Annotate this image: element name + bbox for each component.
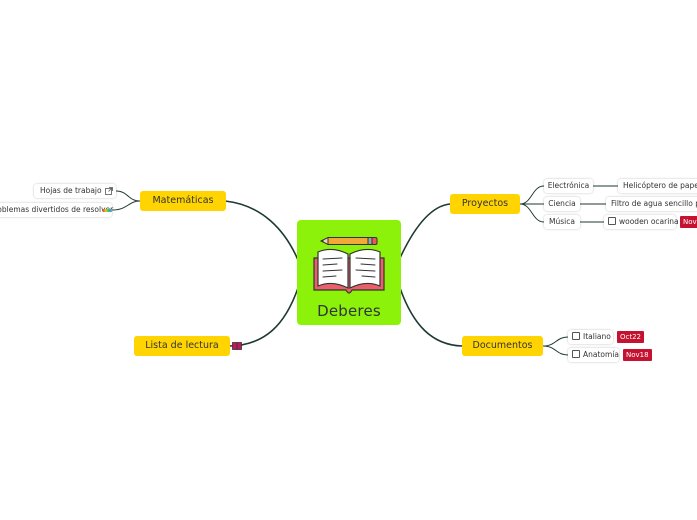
subtopic-problemas-label: Problemas divertidos de resolver	[0, 205, 114, 214]
link-central-matematicas	[224, 200, 299, 261]
link-matematicas-problemas	[111, 200, 141, 211]
link-central-documentos	[399, 287, 463, 347]
subtopic-ciencia[interactable]: Ciencia	[544, 197, 580, 211]
central-topic-title: Deberes	[317, 302, 381, 320]
subtopic-musica[interactable]: Música	[544, 215, 580, 229]
task-italiano-label: Italiano	[583, 332, 611, 341]
central-topic[interactable]: Deberes	[297, 220, 401, 325]
subtopic-filtro-de-agua[interactable]: Filtro de agua sencillo pa	[606, 197, 697, 211]
checkbox[interactable]	[608, 217, 616, 225]
task-wooden-ocarina[interactable]: wooden ocarina	[604, 215, 679, 229]
due-date-tag-anatomia: Nov18	[623, 349, 652, 361]
topic-documentos[interactable]: Documentos	[462, 336, 543, 356]
checkbox[interactable]	[572, 350, 580, 358]
link-proyectos-electronica	[519, 185, 545, 205]
link-central-lista	[229, 287, 299, 347]
rainbow-colors-icon	[103, 209, 111, 212]
external-link-icon[interactable]	[105, 187, 113, 195]
link-documentos-anatomia	[542, 345, 569, 356]
task-anatomia-label: Anatomía	[583, 350, 619, 359]
link-matematicas-hojas	[115, 190, 141, 202]
topic-matematicas[interactable]: Matemáticas	[140, 191, 226, 211]
subtopic-problemas[interactable]: Problemas divertidos de resolver	[0, 203, 114, 217]
topic-proyectos[interactable]: Proyectos	[450, 194, 520, 214]
book-icon	[232, 342, 242, 350]
open-book-with-pencil-icon	[313, 236, 385, 294]
subtopic-hojas-label: Hojas de trabajo	[40, 186, 102, 195]
subtopic-electronica[interactable]: Electrónica	[544, 179, 593, 193]
link-documentos-italiano	[542, 336, 569, 347]
link-central-proyectos	[399, 203, 451, 259]
subtopic-hojas-de-trabajo[interactable]: Hojas de trabajo	[34, 184, 116, 198]
subtopic-helicoptero[interactable]: Helicóptero de papel	[618, 179, 697, 193]
task-italiano[interactable]: Italiano	[568, 330, 613, 344]
due-date-tag-ocarina: Nov	[680, 216, 697, 228]
checkbox[interactable]	[572, 332, 580, 340]
task-anatomia[interactable]: Anatomía	[568, 348, 619, 362]
task-wooden-ocarina-label: wooden ocarina	[619, 217, 679, 226]
link-proyectos-musica	[519, 203, 545, 223]
topic-lista-de-lectura[interactable]: Lista de lectura	[134, 336, 230, 356]
due-date-tag-italiano: Oct22	[617, 331, 645, 343]
